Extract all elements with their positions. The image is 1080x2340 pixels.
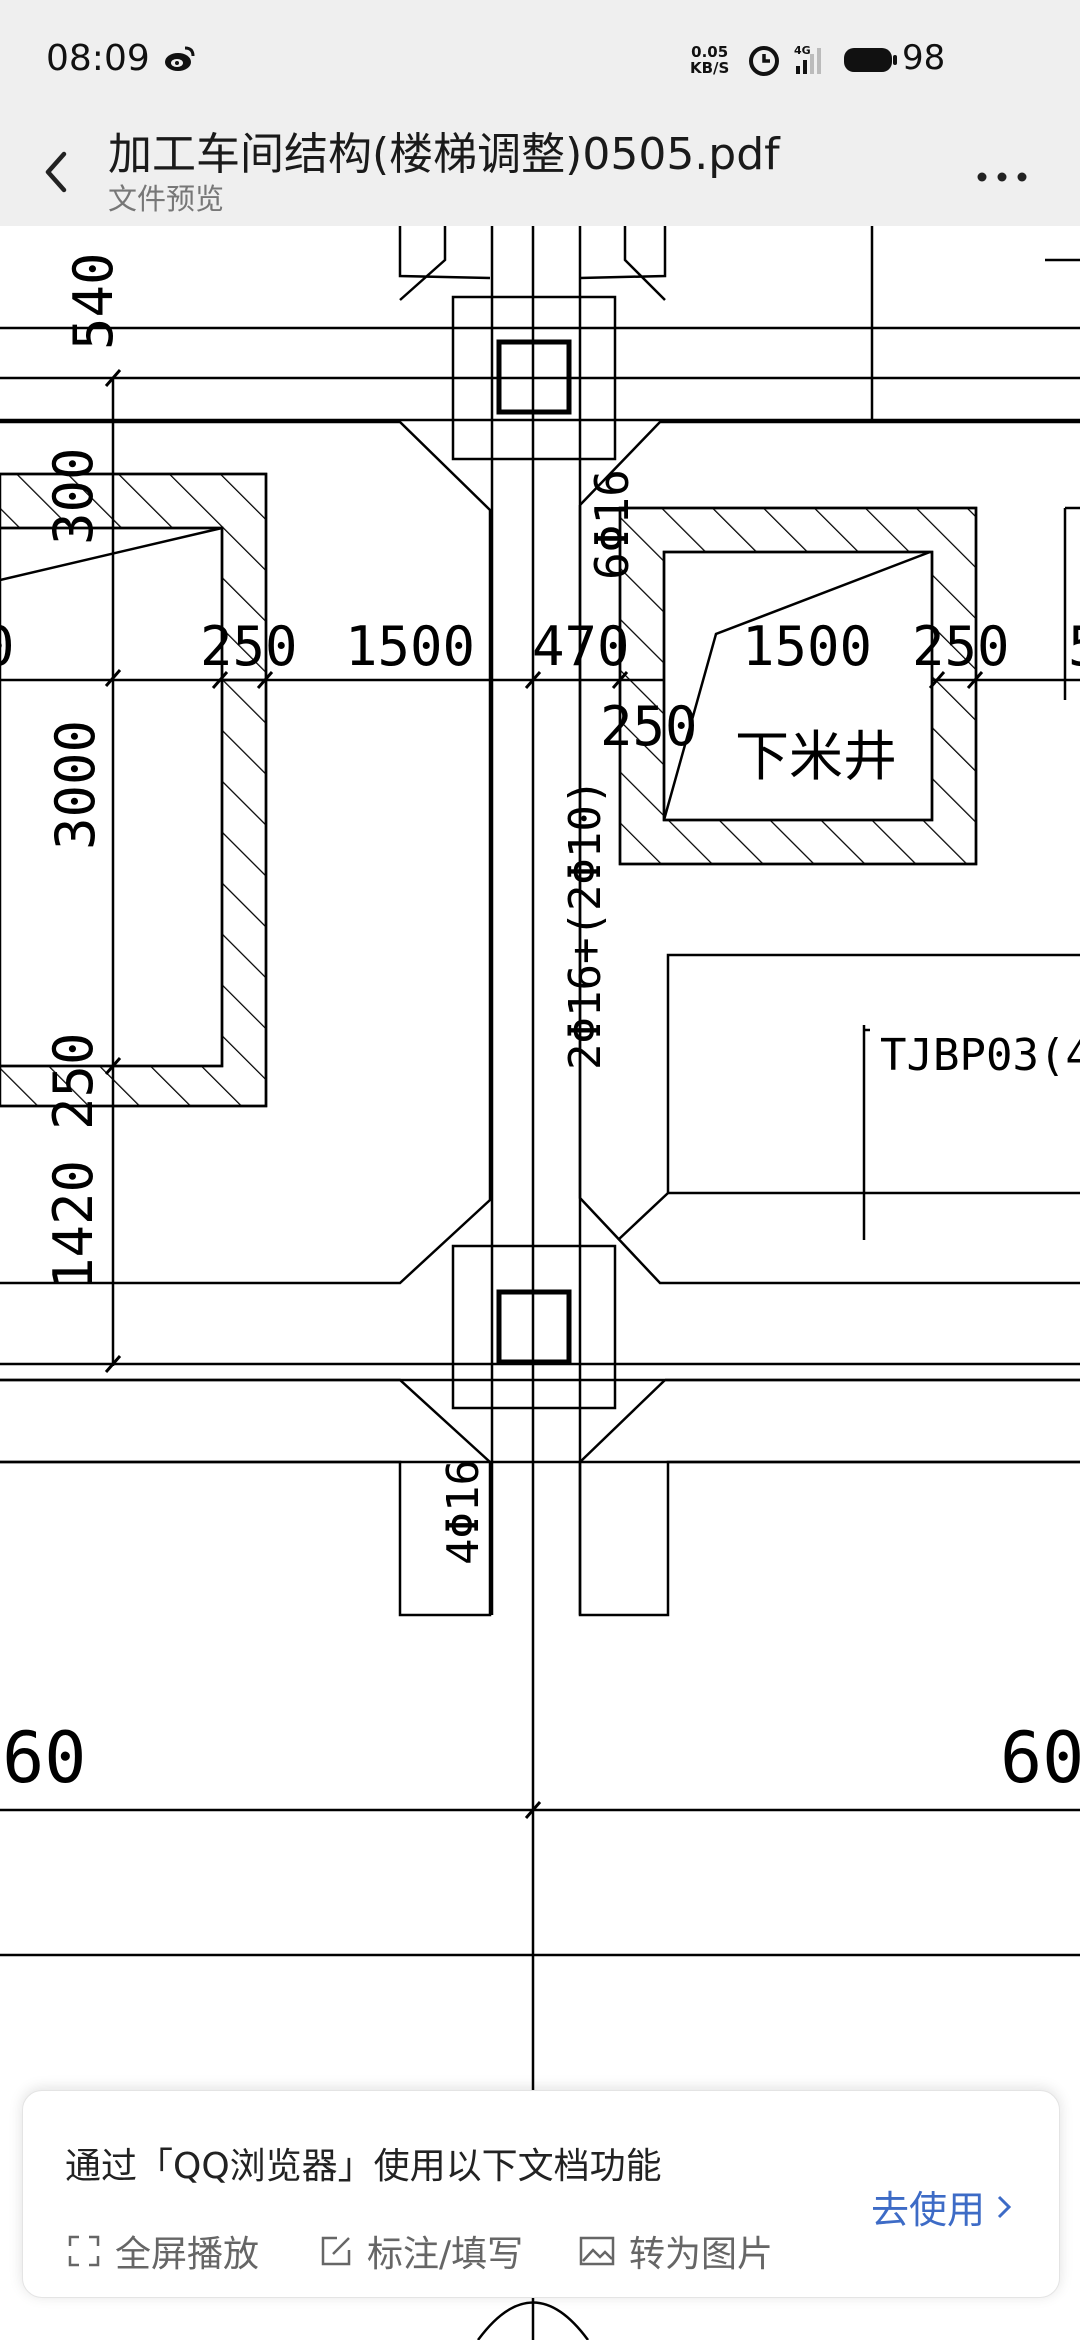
status-bar: 08:09 0.05 KB/S 4G 98	[0, 0, 1080, 118]
chevron-right-icon	[997, 2195, 1012, 2218]
net-speed-value: 0.05	[691, 43, 729, 61]
network-type: 4G	[794, 44, 811, 57]
use-button[interactable]: 去使用	[871, 2179, 1013, 2234]
fullscreen-label: 全屏播放	[115, 2234, 260, 2275]
dim-1500-b: 1500	[742, 615, 872, 678]
status-time: 08:09	[46, 38, 150, 79]
well-label: 下米井	[735, 725, 897, 788]
more-dots-icon	[977, 172, 1027, 182]
qq-browser-promo-card: 通过「QQ浏览器」使用以下文档功能 全屏播放 标注/填写 转为图片 去使用	[22, 2090, 1060, 2298]
alarm-icon	[749, 46, 779, 76]
annotate-action[interactable]: 标注/填写	[319, 2225, 523, 2277]
dim-edge-0: 0	[0, 615, 15, 678]
dim-250-d: 250	[42, 1032, 105, 1130]
back-button[interactable]	[30, 136, 80, 206]
drawing-labels: 540 300 6Φ16 0 250 1500 470 1500 250 5 2…	[0, 252, 1080, 1799]
dim-1420: 1420	[42, 1160, 105, 1290]
dim-470: 470	[532, 615, 630, 678]
annotate-label: 标注/填写	[367, 2234, 524, 2275]
image-icon	[579, 2236, 615, 2266]
app-header: 加工车间结构(楼梯调整)0505.pdf 文件预览	[0, 118, 1080, 227]
weibo-icon	[165, 46, 195, 71]
dim-600: 600	[1000, 1717, 1080, 1799]
battery-level: 98	[902, 38, 946, 78]
dim-edge-5: 5	[1068, 615, 1080, 678]
page-title: 加工车间结构(楼梯调整)0505.pdf	[108, 129, 780, 180]
right-slab	[578, 420, 1080, 1285]
dim-250-c: 250	[600, 695, 698, 758]
dim-540: 540	[62, 252, 125, 350]
battery-icon	[844, 48, 897, 72]
dim-3000: 3000	[44, 720, 107, 850]
dim-300: 300	[42, 447, 105, 545]
left-slab	[0, 420, 492, 1285]
edit-icon	[321, 2236, 351, 2266]
dimension-lines	[104, 369, 984, 1819]
fullscreen-icon	[68, 2235, 100, 2267]
cad-drawing: 540 300 6Φ16 0 250 1500 470 1500 250 5 2…	[0, 226, 1080, 2340]
beam-label: TJBP03(4B	[880, 1030, 1080, 1081]
rebar-label-6: 6Φ16	[585, 469, 639, 580]
convert-image-label: 转为图片	[629, 2234, 774, 2275]
page-subtitle: 文件预览	[108, 182, 225, 216]
promo-text: 通过「QQ浏览器」使用以下文档功能	[65, 2146, 662, 2187]
dim-1500-a: 1500	[345, 615, 475, 678]
top-chamfers	[398, 226, 1080, 420]
column-boxes	[451, 295, 617, 1410]
pdf-preview[interactable]: 540 300 6Φ16 0 250 1500 470 1500 250 5 2…	[0, 226, 1080, 2340]
convert-image-action[interactable]: 转为图片	[579, 2225, 773, 2277]
net-speed-unit: KB/S	[690, 59, 730, 77]
fullscreen-action[interactable]: 全屏播放	[67, 2225, 259, 2277]
rebar-label-2: 2Φ16+(2Φ10)	[560, 779, 611, 1070]
use-button-label: 去使用	[871, 2188, 986, 2232]
rebar-label-4: 4Φ16	[438, 1459, 489, 1565]
center-column-lines	[490, 226, 582, 2340]
lower-beams	[0, 1378, 1080, 1617]
chevron-left-icon	[45, 151, 67, 193]
dim-250-b: 250	[912, 615, 1010, 678]
dim-250-a: 250	[200, 615, 298, 678]
signal-icon: 4G	[794, 44, 821, 74]
bottom-arc	[476, 2301, 590, 2340]
dim-760: 760	[0, 1717, 86, 1799]
more-button[interactable]	[968, 144, 1038, 204]
net-speed: 0.05 KB/S	[690, 44, 729, 76]
